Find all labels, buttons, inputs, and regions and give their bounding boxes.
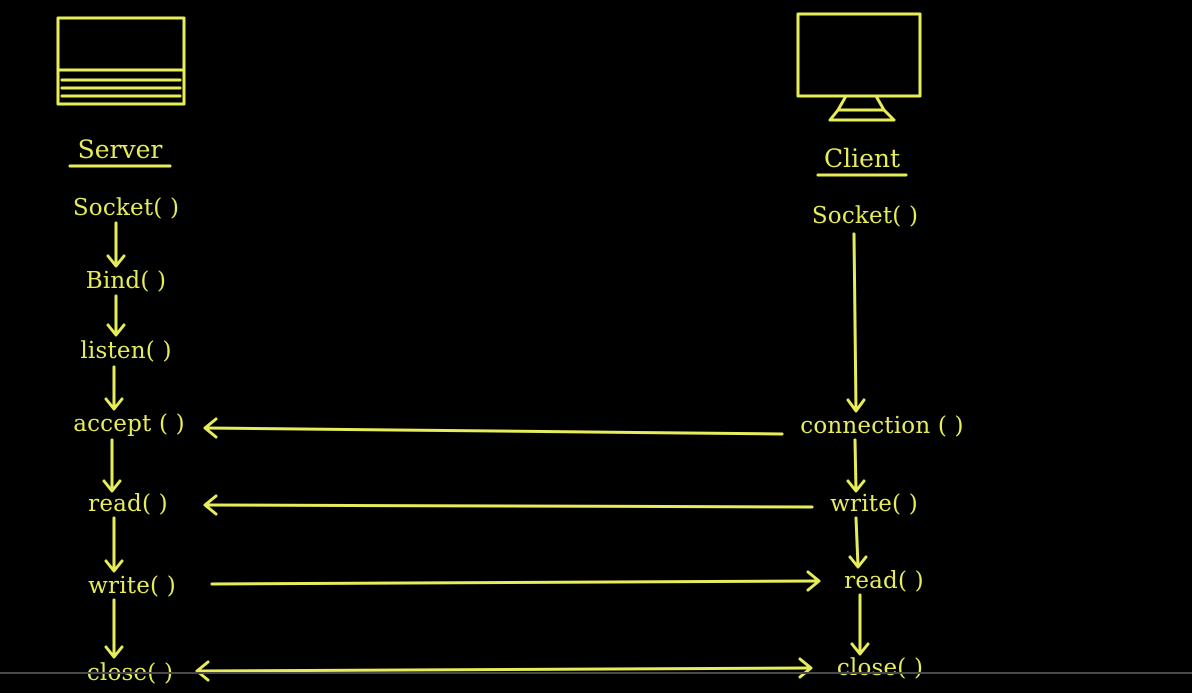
server-step-accept: accept ( ) [73, 411, 185, 437]
server-step-read: read( ) [88, 491, 168, 517]
server-step-bind: Bind( ) [85, 268, 167, 294]
client-flow-arrows [846, 232, 870, 656]
server-step-listen: listen( ) [80, 338, 172, 364]
client-step-connection: connection ( ) [800, 413, 964, 439]
monitor-icon [796, 12, 922, 122]
client-step-close: close( ) [836, 655, 924, 681]
server-flow-arrows [102, 221, 126, 659]
arrow-write-to-read-client [210, 570, 821, 592]
video-progress-line [0, 672, 1192, 674]
arrow-connection-to-accept [203, 417, 784, 439]
server-step-write: write( ) [88, 573, 176, 599]
arrow-write-to-read [203, 494, 814, 516]
client-step-socket: Socket( ) [811, 203, 919, 229]
server-step-socket: Socket( ) [72, 195, 180, 221]
laptop-icon [56, 16, 186, 106]
server-title: Server [77, 135, 163, 164]
client-title: Client [823, 144, 901, 173]
arrow-close-bidirectional [195, 657, 813, 682]
client-step-read: read( ) [844, 568, 924, 594]
client-step-write: write( ) [830, 491, 918, 517]
